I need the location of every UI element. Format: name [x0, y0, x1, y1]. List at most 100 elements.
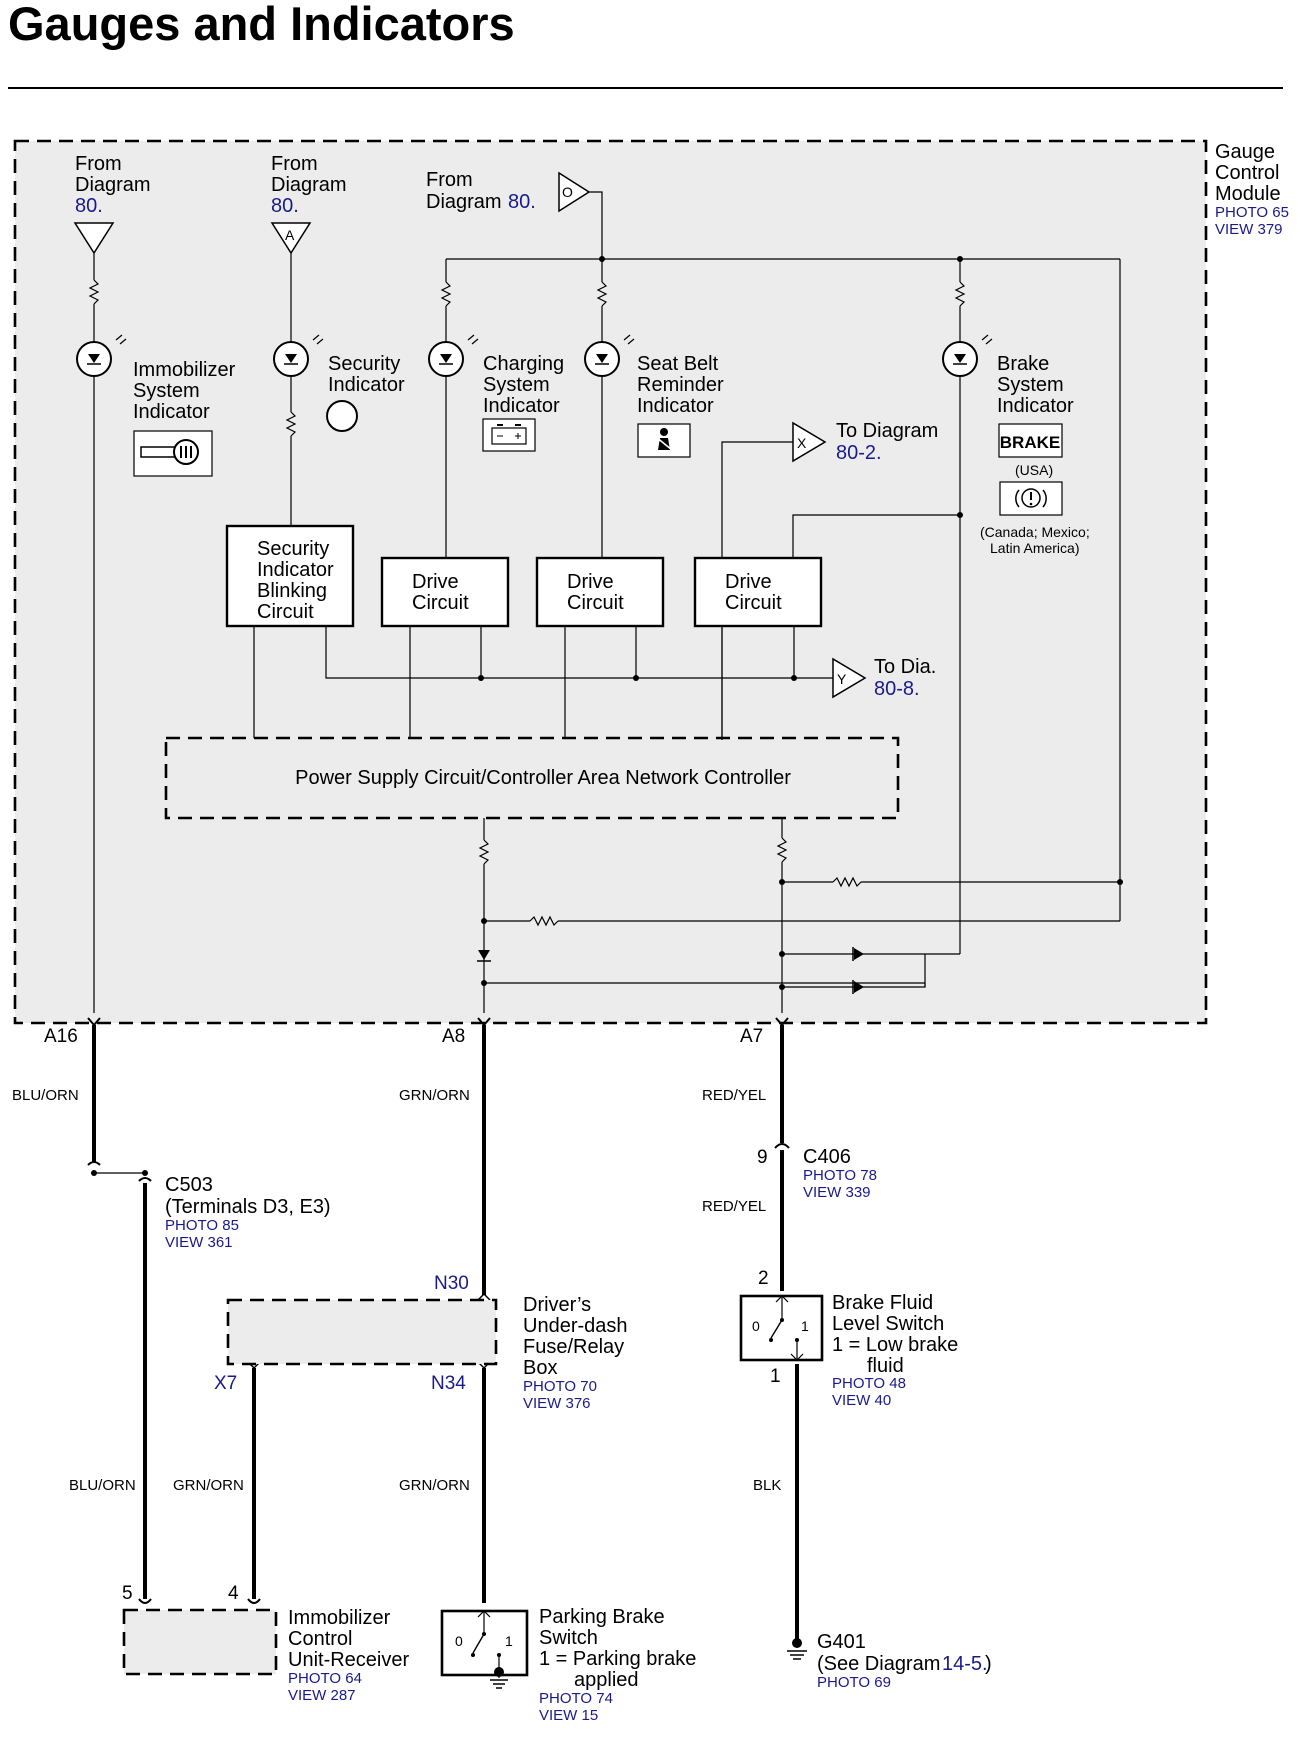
module-label: Gauge Control Module PHOTO 65 VIEW 379	[1215, 141, 1289, 238]
brake-text-icon: BRAKE	[998, 423, 1063, 458]
charging-bulb-icon	[428, 334, 479, 377]
wire-label-pin4: GRN/ORN	[173, 1477, 244, 1494]
svg-text:PHOTO 69: PHOTO 69	[817, 1674, 891, 1691]
brake-indicator-label: Brake System Indicator	[997, 353, 1074, 417]
marker-o: O	[562, 184, 573, 200]
svg-text:VIEW 40: VIEW 40	[832, 1392, 891, 1409]
svg-text:Drive: Drive	[725, 571, 772, 593]
svg-text:Diagram: Diagram	[271, 174, 347, 196]
svg-text:Seat Belt: Seat Belt	[637, 353, 719, 375]
svg-text:G401: G401	[817, 1631, 866, 1653]
svg-text:From: From	[426, 169, 473, 191]
security-indicator-label: Security Indicator	[328, 353, 405, 396]
output-triangle-x	[792, 421, 827, 463]
seatbelt-icon	[637, 423, 691, 458]
svg-text:C406: C406	[803, 1146, 851, 1168]
immobilizer-bulb-icon	[76, 334, 127, 377]
svg-text:Diagram: Diagram	[75, 174, 151, 196]
connector-c503-label: C503 (Terminals D3, E3) PHOTO 85 VIEW 36…	[165, 1174, 331, 1251]
immobilizer-key-icon	[133, 430, 213, 477]
svg-text:Switch: Switch	[539, 1627, 598, 1649]
svg-text:Gauge: Gauge	[1215, 141, 1275, 163]
svg-text:Security: Security	[328, 353, 400, 375]
svg-text:80.: 80.	[271, 195, 299, 217]
drive-circuit-brake: Drive Circuit	[693, 556, 823, 628]
from-diagram-a: From Diagram 80.	[271, 153, 347, 217]
svg-text:(Canada; Mexico;: (Canada; Mexico;	[980, 524, 1090, 540]
pin-n34: N34	[431, 1373, 466, 1394]
security-blinking-circuit-block: Security Indicator Blinking Circuit	[225, 524, 355, 628]
drive-circuit-seatbelt: Drive Circuit	[535, 556, 665, 628]
svg-text:applied: applied	[574, 1669, 639, 1691]
svg-text:BRAKE: BRAKE	[1000, 433, 1060, 452]
brake-fluid-pin-1: 1	[770, 1366, 781, 1387]
svg-text:1: 1	[505, 1633, 513, 1649]
svg-text:Reminder: Reminder	[637, 374, 724, 396]
seatbelt-bulb-icon	[584, 334, 635, 377]
svg-text:Circuit: Circuit	[567, 592, 624, 614]
page-title: Gauges and Indicators	[8, 0, 515, 50]
parking-brake-switch: 0 1	[440, 1609, 529, 1689]
immobilizer-indicator-label: Immobilizer System Indicator	[133, 359, 236, 423]
svg-text:Control: Control	[1215, 162, 1279, 184]
immobilizer-pin-4: 4	[228, 1583, 239, 1604]
svg-text:VIEW 376: VIEW 376	[523, 1395, 591, 1412]
svg-text:Blinking: Blinking	[257, 580, 327, 602]
svg-text:Parking Brake: Parking Brake	[539, 1606, 665, 1628]
svg-text:Latin America): Latin America)	[990, 540, 1079, 556]
svg-text:C503: C503	[165, 1174, 213, 1196]
svg-text:Circuit: Circuit	[412, 592, 469, 614]
svg-text:Module: Module	[1215, 183, 1281, 205]
svg-text:Indicator: Indicator	[328, 374, 405, 396]
ground-g401-icon	[787, 1638, 807, 1660]
svg-text:Brake Fluid: Brake Fluid	[832, 1292, 933, 1314]
svg-text:Security: Security	[257, 538, 329, 560]
svg-text:To Diagram: To Diagram	[836, 420, 938, 442]
svg-text:PHOTO 74: PHOTO 74	[539, 1690, 613, 1707]
from-diagram-left: From Diagram 80.	[75, 153, 151, 217]
svg-text:Unit-Receiver: Unit-Receiver	[288, 1649, 409, 1671]
from-diagram-o: From Diagram 80.	[426, 169, 536, 213]
svg-text:VIEW 287: VIEW 287	[288, 1687, 356, 1704]
svg-text:Drive: Drive	[412, 571, 459, 593]
svg-text:fluid: fluid	[867, 1355, 904, 1377]
svg-text:VIEW 339: VIEW 339	[803, 1184, 871, 1201]
svg-text:Brake: Brake	[997, 353, 1049, 375]
wire-label-ground: BLK	[753, 1477, 781, 1494]
svg-text:Indicator: Indicator	[997, 395, 1074, 417]
svg-text:Fuse/Relay: Fuse/Relay	[523, 1336, 624, 1358]
pin-n30: N30	[434, 1273, 469, 1294]
to-diagram-x-label: To Diagram 80-2.	[836, 420, 938, 464]
security-light-icon	[326, 400, 358, 432]
power-supply-controller-block: Power Supply Circuit/Controller Area Net…	[164, 736, 900, 820]
svg-text:0: 0	[752, 1318, 760, 1334]
fuse-relay-box-label: Driver’s Under-dash Fuse/Relay Box PHOTO…	[523, 1294, 628, 1412]
svg-text:Circuit: Circuit	[725, 592, 782, 614]
marker-x: X	[797, 435, 807, 451]
svg-text:Indicator: Indicator	[483, 395, 560, 417]
brake-fluid-pin-2: 2	[758, 1268, 769, 1289]
svg-text:PHOTO 64: PHOTO 64	[288, 1670, 362, 1687]
brake-bulb-icon	[942, 334, 993, 377]
svg-text:System: System	[483, 374, 550, 396]
svg-text:Box: Box	[523, 1357, 557, 1379]
drive-circuit-charging: Drive Circuit	[380, 556, 510, 628]
svg-text:14-5.: 14-5.	[942, 1653, 988, 1675]
svg-text:To Dia.: To Dia.	[874, 656, 936, 678]
wire-label-a16: BLU/ORN	[12, 1087, 79, 1104]
svg-text:System: System	[997, 374, 1064, 396]
svg-text:Immobilizer: Immobilizer	[288, 1607, 391, 1629]
svg-text:Circuit: Circuit	[257, 601, 314, 623]
wire-label-c406: RED/YEL	[702, 1198, 766, 1215]
battery-icon	[482, 418, 536, 452]
svg-text:80.: 80.	[75, 195, 103, 217]
input-triangle-left	[73, 222, 115, 255]
pin-x7: X7	[214, 1373, 237, 1394]
brake-fluid-switch: 0 1	[739, 1294, 824, 1362]
svg-text:PHOTO 65: PHOTO 65	[1215, 204, 1289, 221]
pin-a7: A7	[740, 1026, 763, 1047]
svg-text:): )	[985, 1653, 992, 1675]
output-triangle-y	[832, 657, 867, 699]
wire-label-a8: GRN/ORN	[399, 1087, 470, 1104]
